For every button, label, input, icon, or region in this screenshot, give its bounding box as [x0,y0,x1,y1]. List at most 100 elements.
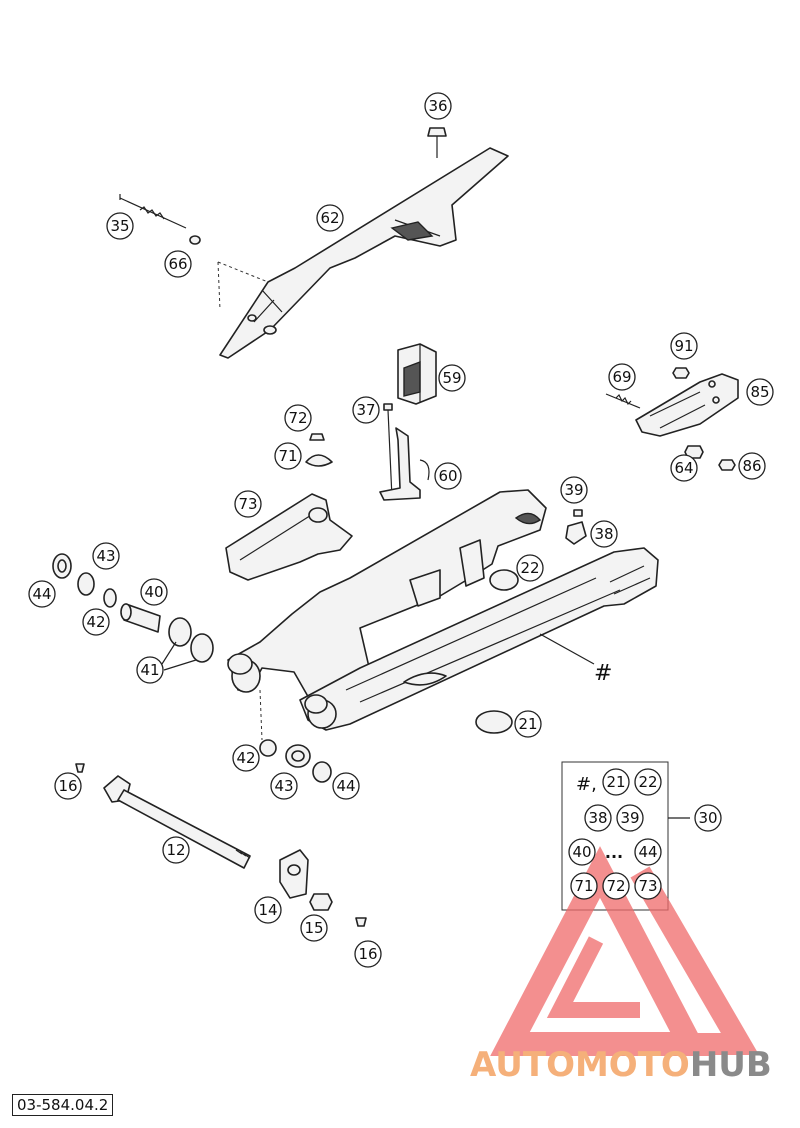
callout-35: 35 [106,212,134,240]
kit-71: 71 [570,872,598,900]
callout-73-text: 73 [238,495,257,513]
ring-43 [77,572,95,596]
kit-73-text: 73 [638,877,657,895]
callout-39: 39 [560,476,588,504]
callout-42b: 42 [232,744,260,772]
callout-60-text: 60 [438,467,457,485]
kit-38-text: 38 [588,809,607,827]
callout-16b: 16 [354,940,382,968]
chain-slider-85 [635,373,739,437]
automotohub-logo [490,846,760,1056]
callout-40-text: 40 [144,583,163,601]
callout-36-text: 36 [428,97,447,115]
swingarm [227,489,659,741]
callout-72: 72 [284,404,312,432]
bolt-69 [605,393,641,409]
callout-44: 44 [28,580,56,608]
callout-59-text: 59 [442,369,461,387]
callout-38-text: 38 [594,525,613,543]
document-code: 03-584.04.2 [12,1094,114,1116]
bracket-60 [379,403,430,501]
ring-21 [475,710,513,734]
callout-66: 66 [164,250,192,278]
callout-62-text: 62 [320,209,339,227]
callout-42b-text: 42 [236,749,255,767]
callout-42-text: 42 [86,613,105,631]
kit-22: 22 [634,768,662,796]
callout-43-text: 43 [96,547,115,565]
callout-73: 73 [234,490,262,518]
callout-38: 38 [590,520,618,548]
callout-69: 69 [608,363,636,391]
callout-42: 42 [82,608,110,636]
swingarm-hash-label: # [594,661,612,686]
bearing-left-set [52,553,214,663]
bearing-41a [168,617,192,647]
callout-16: 16 [54,772,82,800]
seal-44b [312,761,332,783]
bearing-41b [190,633,214,663]
callout-85-text: 85 [750,383,769,401]
callout-62: 62 [316,204,344,232]
callout-43b-text: 43 [274,777,293,795]
swingarm-axle-12 [103,775,251,869]
callout-21: 21 [514,710,542,738]
callout-91: 91 [670,332,698,360]
kit-39-text: 39 [620,809,639,827]
callout-69-text: 69 [612,368,631,386]
callout-14-text: 14 [258,901,277,919]
kit-44-text: 44 [638,843,657,861]
callout-22: 22 [516,554,544,582]
nut-15 [309,893,333,911]
callout-41: 41 [136,656,164,684]
callout-86: 86 [738,452,766,480]
ring-22 [489,569,519,591]
callout-43: 43 [92,542,120,570]
watermark-part1: AUTOMOTO [470,1045,690,1085]
callout-12: 12 [162,836,190,864]
callout-64: 64 [670,454,698,482]
callout-14: 14 [254,896,282,924]
callout-71-text: 71 [278,447,297,465]
cap-71 [305,454,333,467]
callout-41-text: 41 [140,661,159,679]
kit-hash: #, [576,774,597,795]
chain-slider-73 [225,493,353,581]
callout-60: 60 [434,462,462,490]
screw-36 [427,127,447,158]
callout-44b-text: 44 [336,777,355,795]
kit-39: 39 [616,804,644,832]
kit-44: 44 [634,838,662,866]
nut-91 [672,367,690,379]
callout-43b: 43 [270,772,298,800]
callout-40: 40 [140,578,168,606]
callout-21-text: 21 [518,715,537,733]
callout-16b-text: 16 [358,945,377,963]
screw-39 [573,509,583,517]
clamp-38 [565,521,587,545]
screw-72 [309,433,325,441]
bracket-59 [397,343,437,405]
callout-37: 37 [352,396,380,424]
kit-40: 40 [568,838,596,866]
washer-42b [259,739,277,757]
kit-73: 73 [634,872,662,900]
callout-44-text: 44 [32,585,51,603]
callout-30-text: 30 [698,809,717,827]
kit-71-text: 71 [574,877,593,895]
callout-85: 85 [746,378,774,406]
watermark-part2: HUB [690,1045,772,1085]
kit-21: 21 [602,768,630,796]
kit-40-text: 40 [572,843,591,861]
callout-72-text: 72 [288,409,307,427]
nut-86 [718,459,736,471]
callout-16-text: 16 [58,777,77,795]
callout-44b: 44 [332,772,360,800]
chain-guide-62 [217,147,509,359]
callout-66-text: 66 [168,255,187,273]
callout-91-text: 91 [674,337,693,355]
kit-dots: ... [605,843,623,862]
bearing-right-set [259,739,332,783]
callout-71: 71 [274,442,302,470]
callout-36: 36 [424,92,452,120]
